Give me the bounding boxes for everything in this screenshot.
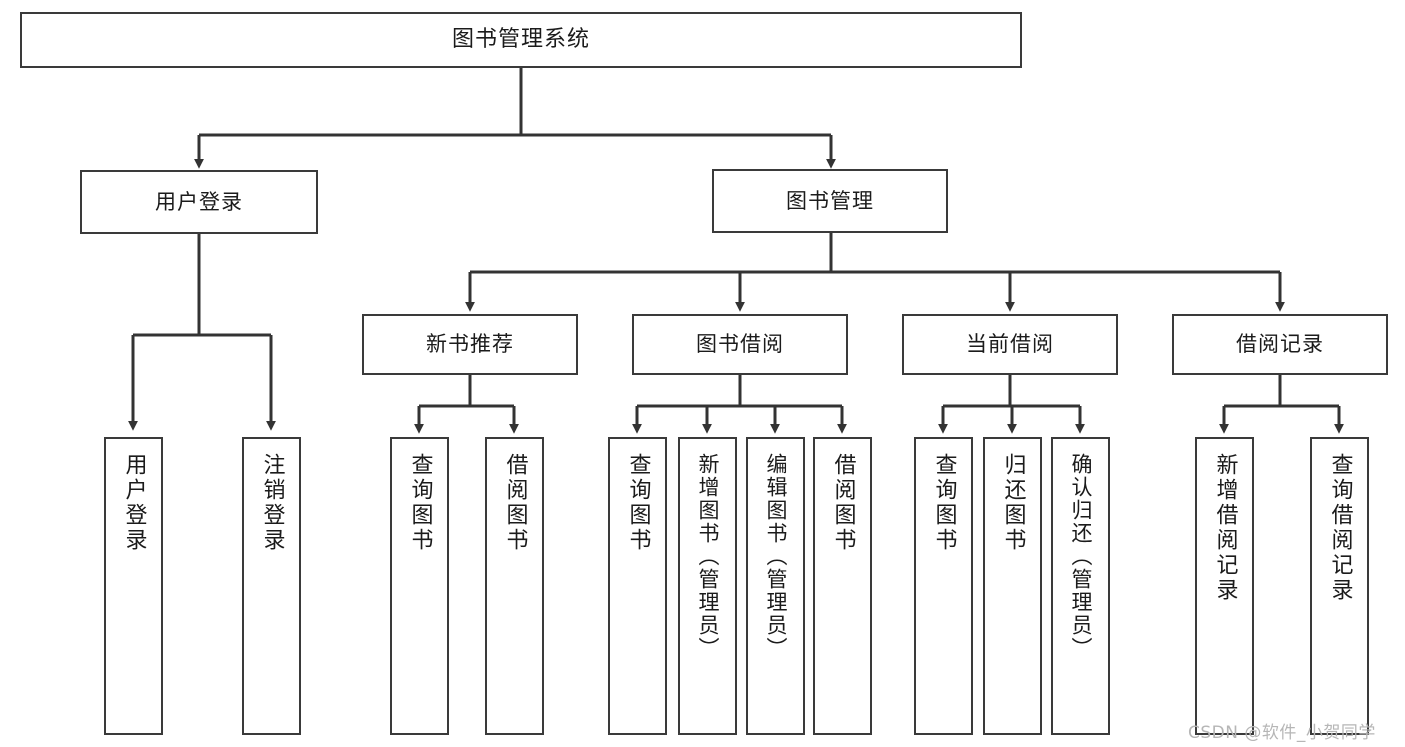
node-label: 查询借阅记录 bbox=[1327, 453, 1353, 603]
leaf-add-book-admin[interactable]: 新增图书（管理员） bbox=[678, 437, 737, 735]
node-root-book-management-system[interactable]: 图书管理系统 bbox=[20, 12, 1022, 68]
leaf-query-borrow-record[interactable]: 查询借阅记录 bbox=[1310, 437, 1369, 735]
node-label: 查询图书 bbox=[931, 453, 957, 553]
node-label: 新增图书（管理员） bbox=[696, 453, 720, 660]
node-label: 用户登录 bbox=[155, 189, 243, 214]
leaf-user-login[interactable]: 用户登录 bbox=[104, 437, 163, 735]
node-label: 查询图书 bbox=[407, 453, 433, 553]
leaf-logout[interactable]: 注销登录 bbox=[242, 437, 301, 735]
node-label: 新增借阅记录 bbox=[1212, 453, 1238, 603]
leaf-borrow-query-book[interactable]: 查询图书 bbox=[608, 437, 667, 735]
node-current-borrow[interactable]: 当前借阅 bbox=[902, 314, 1118, 375]
node-label: 图书借阅 bbox=[696, 332, 784, 357]
node-label: 确认归还（管理员） bbox=[1069, 453, 1093, 660]
node-label: 新书推荐 bbox=[426, 332, 514, 357]
node-label: 当前借阅 bbox=[966, 332, 1054, 357]
leaf-confirm-return-admin[interactable]: 确认归还（管理员） bbox=[1051, 437, 1110, 735]
node-label: 图书管理系统 bbox=[451, 27, 590, 53]
node-label: 用户登录 bbox=[121, 453, 147, 553]
node-label: 编辑图书（管理员） bbox=[764, 453, 788, 660]
leaf-edit-book-admin[interactable]: 编辑图书（管理员） bbox=[746, 437, 805, 735]
leaf-recommend-query-book[interactable]: 查询图书 bbox=[390, 437, 449, 735]
node-label: 图书管理 bbox=[786, 188, 874, 213]
node-label: 注销登录 bbox=[259, 453, 285, 553]
node-borrow-records[interactable]: 借阅记录 bbox=[1172, 314, 1388, 375]
node-book-management[interactable]: 图书管理 bbox=[712, 169, 948, 233]
leaf-return-book[interactable]: 归还图书 bbox=[983, 437, 1042, 735]
node-user-login[interactable]: 用户登录 bbox=[80, 170, 318, 234]
watermark-text: CSDN @软件_小贺同学 bbox=[1188, 723, 1376, 743]
node-label: 借阅记录 bbox=[1236, 332, 1324, 357]
node-new-book-recommend[interactable]: 新书推荐 bbox=[362, 314, 578, 375]
node-label: 归还图书 bbox=[1000, 453, 1026, 553]
leaf-recommend-borrow-book[interactable]: 借阅图书 bbox=[485, 437, 544, 735]
leaf-add-borrow-record[interactable]: 新增借阅记录 bbox=[1195, 437, 1254, 735]
node-book-borrow[interactable]: 图书借阅 bbox=[632, 314, 848, 375]
leaf-current-query-book[interactable]: 查询图书 bbox=[914, 437, 973, 735]
leaf-borrow-book[interactable]: 借阅图书 bbox=[813, 437, 872, 735]
node-label: 查询图书 bbox=[625, 453, 651, 553]
node-label: 借阅图书 bbox=[830, 453, 856, 553]
node-label: 借阅图书 bbox=[502, 453, 528, 553]
